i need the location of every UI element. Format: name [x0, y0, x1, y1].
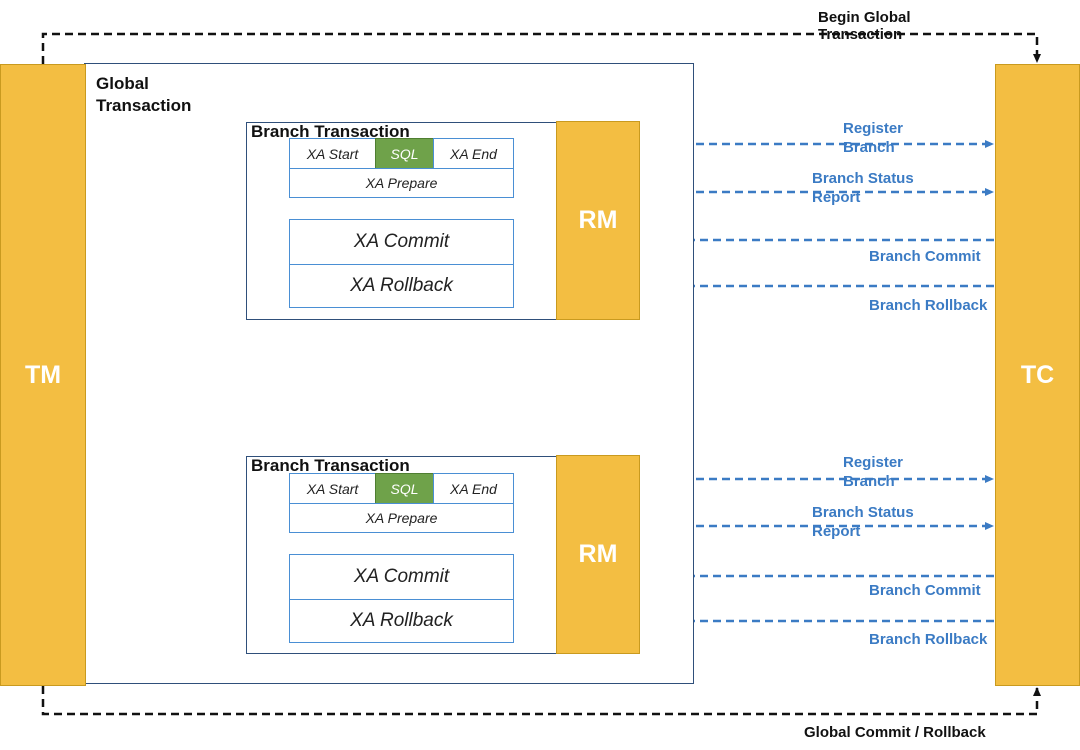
- branch-rollback-label: Branch Rollback: [869, 631, 988, 648]
- sql-cell: SQL: [375, 473, 434, 504]
- xa-start-cell: XA Start: [289, 138, 376, 169]
- branch-transaction-title: Branch Transaction: [251, 456, 410, 475]
- sql-cell: SQL: [375, 138, 434, 169]
- branch-transaction-title: Branch Transaction: [251, 122, 410, 141]
- global-commit-rollback-arrow: [41, 686, 1041, 716]
- branch-commit-label: Branch Commit: [869, 248, 981, 265]
- xa-commit-cell: XA Commit: [289, 219, 514, 265]
- tc-bar: TC: [995, 64, 1080, 686]
- xa-rollback-cell: XA Rollback: [289, 599, 514, 643]
- xa-commit-cell: XA Commit: [289, 554, 514, 600]
- branch-commit-label: Branch Commit: [869, 582, 981, 599]
- xa-prepare-cell: XA Prepare: [289, 503, 514, 533]
- tm-bar: TM: [0, 64, 86, 686]
- rm-box: RM: [556, 121, 640, 320]
- rm-box: RM: [556, 455, 640, 654]
- tc-label: TC: [1020, 360, 1055, 389]
- branch-status-report-label: Branch Status Report: [812, 504, 914, 540]
- xa-end-cell: XA End: [433, 138, 514, 169]
- global-commit-rollback-label: Global Commit / Rollback: [804, 724, 986, 741]
- register-branch-label: Register Branch: [843, 120, 904, 156]
- branch-rollback-label: Branch Rollback: [869, 297, 988, 314]
- begin-global-transaction-label: Begin Global Transaction: [818, 9, 911, 43]
- xa-start-cell: XA Start: [289, 473, 376, 504]
- tm-label: TM: [24, 360, 62, 389]
- xa-rollback-cell: XA Rollback: [289, 264, 514, 308]
- xa-end-cell: XA End: [433, 473, 514, 504]
- global-transaction-label: Global Transaction: [96, 74, 192, 115]
- begin-global-transaction-arrow: [41, 32, 1041, 64]
- branch-status-report-label: Branch Status Report: [812, 170, 914, 206]
- xa-prepare-cell: XA Prepare: [289, 168, 514, 198]
- register-branch-label: Register Branch: [843, 454, 904, 490]
